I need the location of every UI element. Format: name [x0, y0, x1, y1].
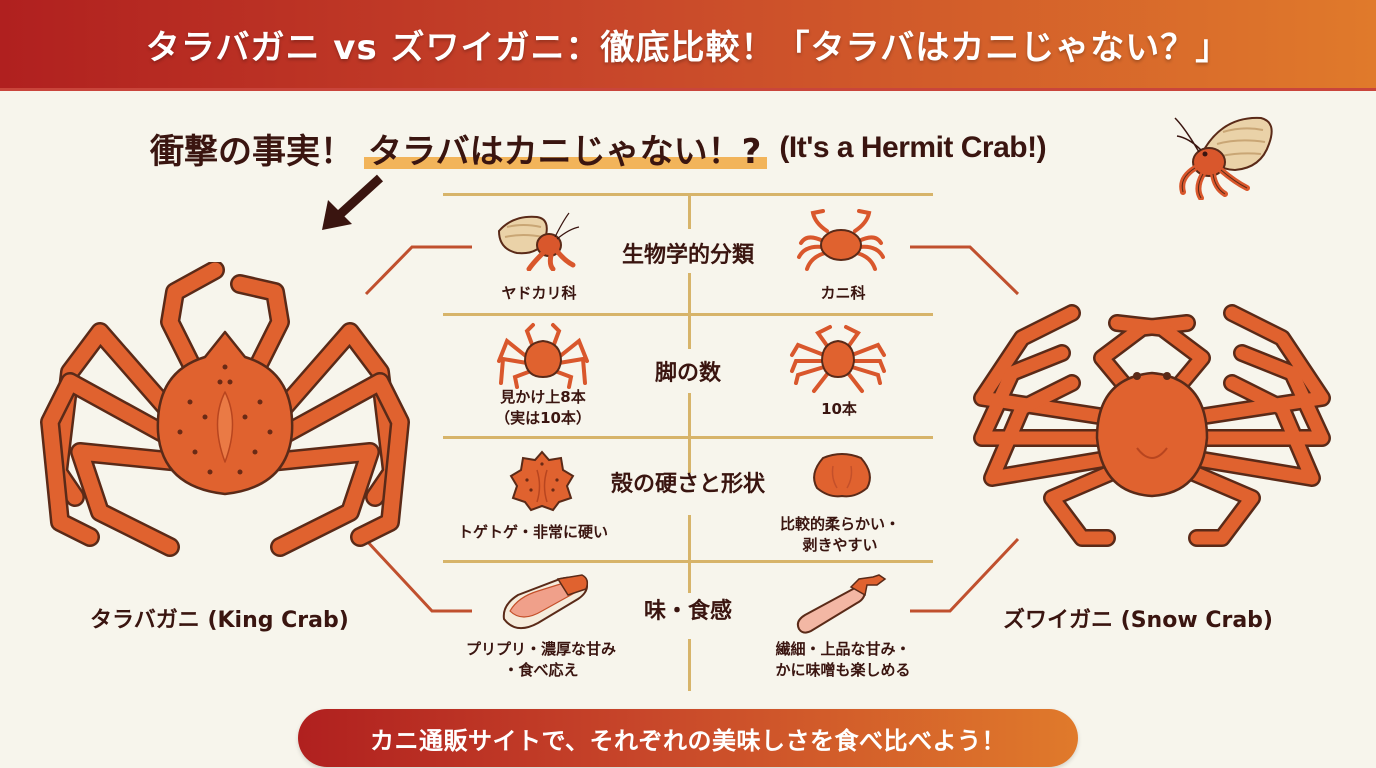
cta-label: カニ通販サイトで、それぞれの美味しさを食べ比べよう！ — [369, 726, 1007, 755]
page-title: タラバガニ vs ズワイガニ：徹底比較！「タラバはカニじゃない？」 — [145, 27, 1231, 68]
left-label: トゲトゲ・非常に硬い — [457, 523, 608, 541]
category-label: 殻の硬さと形状 — [610, 472, 765, 497]
arrow-down-left-icon — [322, 174, 384, 230]
table-row: トゲトゲ・非常に硬い 殻の硬さと形状 比較的柔らかい・ 剥きやすい — [443, 438, 933, 558]
ten-leg-crab-icon — [790, 325, 886, 393]
king-crab-name: タラバガニ (King Crab) — [90, 608, 349, 633]
smooth-shell-icon — [813, 453, 871, 498]
table-row: ヤドカリ科 生物学的分類 カニ科 — [443, 193, 933, 313]
hermit-crab-icon — [497, 212, 580, 271]
right-label: 10本 — [821, 400, 857, 418]
snow-crab-illustration — [973, 304, 1331, 547]
king-crab-illustration — [40, 262, 410, 557]
table-row: 見かけ上8本 （実は10本） 脚の数 10本 — [443, 315, 933, 435]
headline: 衝撃の事実！ タラバはカニじゃない！? (It's a Hermit Crab!… — [150, 118, 1047, 178]
cta-button[interactable]: カニ通販サイトで、それぞれの美味しさを食べ比べよう！ — [298, 709, 1078, 767]
right-label: カニ科 — [820, 284, 866, 302]
right-label: 比較的柔らかい・ 剥きやすい — [779, 515, 900, 554]
headline-prefix: 衝撃の事実！ — [150, 131, 354, 172]
comparison-table: ヤドカリ科 生物学的分類 カニ科 見かけ上8本 （実は10本） 脚の数 — [443, 193, 933, 691]
header-banner: タラバガニ vs ズワイガニ：徹底比較！「タラバはカニじゃない？」 — [0, 0, 1376, 91]
headline-english: (It's a Hermit Crab!) — [779, 131, 1047, 164]
category-label: 味・食感 — [643, 599, 732, 624]
snow-crab-leg-icon — [796, 574, 887, 634]
category-label: 生物学的分類 — [621, 243, 754, 268]
hermit-crab-icon — [1174, 116, 1273, 200]
eight-leg-crab-icon — [497, 323, 589, 389]
left-label: ヤドカリ科 — [501, 284, 577, 302]
category-label: 脚の数 — [654, 361, 721, 386]
left-label: 見かけ上8本 （実は10本） — [495, 388, 591, 427]
right-label: 繊細・上品な甘み・ かに味噌も楽しめる — [775, 640, 911, 679]
headline-highlight: タラバはカニじゃない！? — [363, 124, 768, 173]
spiky-shell-icon — [509, 450, 575, 512]
snow-crab-name: ズワイガニ (Snow Crab) — [1003, 608, 1273, 633]
left-label: プリプリ・濃厚な甘み ・食べ応え — [465, 640, 616, 679]
king-crab-meat-icon — [502, 574, 589, 630]
crab-icon — [797, 209, 885, 271]
table-row: プリプリ・濃厚な甘み ・食べ応え 味・食感 繊細・上品な甘み・ かに味噌も楽しめ… — [443, 563, 933, 683]
